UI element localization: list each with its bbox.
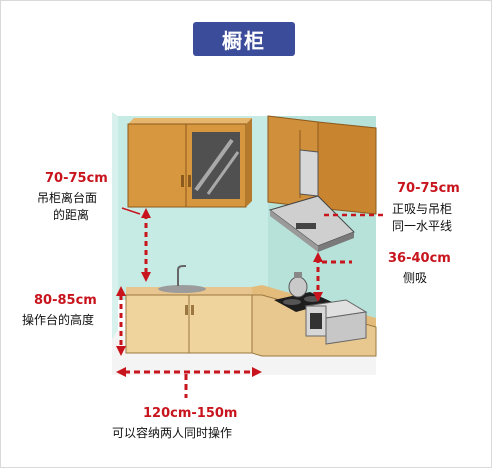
wall-cabinet-gap-line1: 吊柜离台面 [37,191,98,205]
arrow-up-hood [313,252,323,262]
aisle-width-value: 120cm-150m [143,406,238,421]
leader-line-wall-label [121,207,141,215]
hood-height-line1: 正吸与吊柜 [392,202,453,216]
range-hood [268,149,355,252]
aisle-width-line1: 可以容纳两人同时操作 [112,426,233,440]
left-wall [112,112,118,340]
counter-height-line1: 操作台的高度 [22,313,95,327]
arrow-up-wall-cabinet [141,208,151,218]
title-badge: 橱柜 [193,22,295,56]
side-hood-value: 36-40cm [388,251,451,266]
arrow-down-hood [313,292,323,302]
hood-height-line2: 同一水平线 [392,219,453,233]
wall-cabinet-gap-line2: 的距离 [53,208,90,222]
kettle [288,272,308,298]
dimension-aisle [124,370,254,398]
arrow-right-aisle [252,367,262,377]
arrow-up-counter [116,286,126,296]
dimension-hood [316,258,352,296]
side-hood-line1: 侧吸 [403,271,428,285]
arrow-left-aisle [116,367,126,377]
arrow-down-counter [116,346,126,356]
sink [158,265,206,293]
hood-height-value: 70-75cm [397,181,460,196]
arrow-down-wall-cabinet [141,272,151,282]
counter-height-value: 80-85cm [34,293,97,308]
wall-cabinet-left [127,118,252,208]
microwave [304,299,368,345]
wall-cabinet-gap-value: 70-75cm [45,171,108,186]
